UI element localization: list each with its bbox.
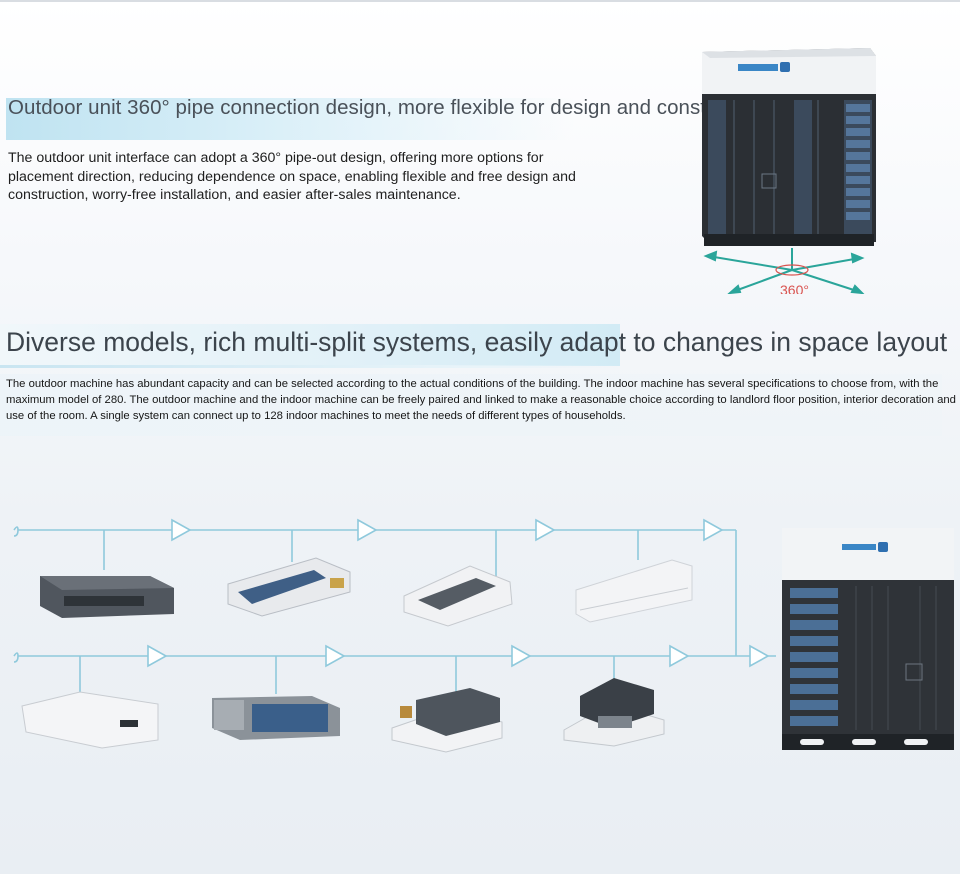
outdoor-unit-icon xyxy=(782,528,954,750)
one-way-cassette-icon xyxy=(403,565,513,627)
high-static-duct-icon xyxy=(212,696,340,740)
compact-cassette-icon xyxy=(563,678,665,747)
ceiling-floor-unit-icon xyxy=(21,691,159,749)
section2-title-underline xyxy=(0,365,620,368)
wall-mounted-unit-icon xyxy=(575,559,693,623)
top-border xyxy=(0,0,960,2)
rotation-label: 360° xyxy=(780,282,809,294)
section2-title: Diverse models, rich multi-split systems… xyxy=(6,327,948,357)
section1-title-band xyxy=(6,98,574,140)
section2-title-band xyxy=(0,324,620,366)
duct-unit-medium-icon xyxy=(227,557,351,617)
duct-unit-slim-icon xyxy=(40,576,174,618)
section2-description-band xyxy=(0,374,942,436)
section1-description: The outdoor unit interface can adopt a 3… xyxy=(8,150,576,203)
section1-title: Outdoor unit 360° pipe connection design… xyxy=(8,96,768,119)
outdoor-unit-360-icon: 360° xyxy=(702,48,876,294)
four-way-cassette-icon xyxy=(391,688,503,753)
system-connection-diagram xyxy=(13,518,954,753)
section2-description: The outdoor machine has abundant capacit… xyxy=(6,378,956,422)
